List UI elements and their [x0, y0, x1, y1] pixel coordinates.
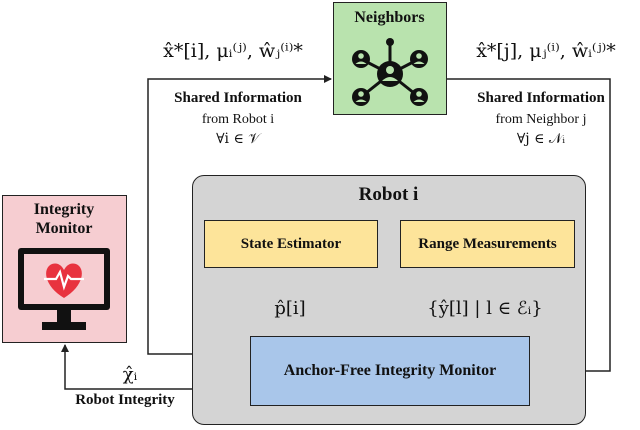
shared-info-right-source: from Neighbor j	[495, 112, 587, 127]
robot-integrity-line	[61, 344, 250, 390]
state-estimator-label: State Estimator	[240, 235, 342, 252]
shared-info-left-math: x̂*[i], μᵢ⁽ʲ⁾, ŵⱼ⁽ⁱ⁾*	[163, 40, 303, 62]
shared-info-left-source: from Robot i	[201, 112, 275, 127]
range-set-label: {ŷ[l] | l ∈ ℰᵢ}	[427, 298, 543, 319]
anchor-free-monitor-label: Anchor-Free Integrity Monitor	[283, 362, 497, 379]
neighbors-title: Neighbors	[354, 9, 425, 26]
neighbors-box: Neighbors	[333, 2, 447, 115]
shared-info-left-quantifier: ∀i ∈ 𝒱	[216, 131, 260, 147]
anchor-free-monitor-box: Anchor-Free Integrity Monitor	[250, 336, 530, 406]
shared-info-right-title: Shared Information	[477, 90, 605, 106]
integrity-monitor-title-line2: Monitor	[35, 220, 93, 237]
shared-info-left-title: Shared Information	[174, 90, 302, 106]
robot-title: Robot i	[358, 184, 419, 205]
network-people-icon	[352, 38, 428, 106]
integrity-monitor-title-line1: Integrity	[33, 201, 95, 218]
state-estimator-box: State Estimator	[204, 220, 378, 268]
range-measurements-box: Range Measurements	[400, 220, 575, 268]
integrity-monitor-box: Integrity Monitor	[2, 195, 127, 343]
position-estimate-label: p̂[i]	[274, 298, 306, 319]
shared-info-right-quantifier: ∀j ∈ 𝒩ᵢ	[516, 131, 566, 147]
monitor-heart-icon	[18, 248, 110, 330]
shared-info-right-math: x̂*[j], μⱼ⁽ⁱ⁾, ŵᵢ⁽ʲ⁾*	[476, 40, 616, 62]
integrity-estimate-label: χ̂ᵢ	[122, 364, 138, 385]
range-measurements-label: Range Measurements	[418, 235, 557, 252]
robot-integrity-label: Robot Integrity	[75, 392, 175, 408]
